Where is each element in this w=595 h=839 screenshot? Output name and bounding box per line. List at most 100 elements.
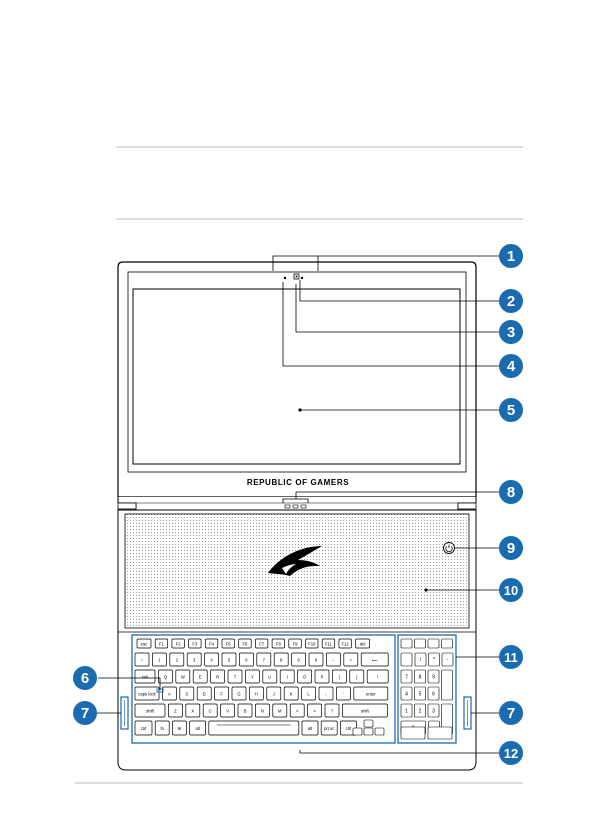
key[interactable]: { [332,669,347,684]
key[interactable]: ; [318,686,334,701]
key[interactable]: Z [168,703,183,718]
numpad-key[interactable]: 9 [427,669,440,684]
key[interactable]: E [192,669,208,684]
key[interactable]: Q [158,669,173,684]
numpad-plus-key[interactable] [441,669,453,701]
numpad-key[interactable]: 1 [400,703,413,718]
key[interactable]: R [210,669,225,684]
key[interactable]: 8 [273,652,289,667]
key[interactable]: F1 [154,638,169,649]
key[interactable]: P [314,669,330,684]
key[interactable]: M [272,703,288,718]
key[interactable]: prt sc [320,720,338,736]
key[interactable]: 9 [291,652,306,667]
numpad-key[interactable]: 7 [400,669,413,684]
numpad-key[interactable]: 3 [427,703,440,718]
key[interactable]: shift [342,703,388,718]
key[interactable]: V [220,703,235,718]
key[interactable]: 4 [204,652,219,667]
key[interactable]: ' [336,686,351,701]
key[interactable]: caps lock [134,686,160,701]
numpad-key[interactable]: 6 [427,686,440,701]
key[interactable]: del [355,638,370,649]
macro-key[interactable] [414,638,426,649]
key[interactable]: U [262,669,278,684]
arrow-left-key[interactable] [352,727,363,736]
spacebar[interactable] [208,720,300,736]
key[interactable]: C [202,703,218,718]
key[interactable]: T [227,669,243,684]
key[interactable]: 5 [221,652,237,667]
key[interactable]: ~ [134,652,150,667]
numpad-key[interactable]: / [414,652,427,667]
key[interactable]: F12 [338,638,352,649]
key[interactable]: F5 [221,638,235,649]
key[interactable]: enter [353,686,389,701]
key[interactable]: F4 [204,638,219,649]
touchpad-left-button[interactable] [400,726,426,740]
key[interactable]: ? [324,703,340,718]
key[interactable]: > [307,703,322,718]
key[interactable]: X [185,703,201,718]
key[interactable]: D [196,686,212,701]
key[interactable]: H [249,686,264,701]
key[interactable]: J [266,686,282,701]
key[interactable]: F2 [171,638,185,649]
laptop-lid: REPUBLIC OF GAMERS [117,261,477,498]
key[interactable]: ⊞ [172,720,187,736]
key[interactable]: G [231,686,247,701]
key[interactable]: - [326,652,341,667]
key[interactable]: 6 [239,652,254,667]
key[interactable]: = [343,652,359,667]
macro-key[interactable] [427,638,440,649]
arrow-right-key[interactable] [374,727,385,736]
arrow-down-key[interactable] [363,727,374,736]
key[interactable]: tab [134,669,156,684]
key[interactable]: 3 [186,652,202,667]
key[interactable]: O [297,669,312,684]
macro-key[interactable] [400,638,413,649]
key[interactable]: A [162,686,177,701]
key[interactable]: fn [154,720,170,736]
key[interactable]: F9 [288,638,302,649]
key[interactable]: F7 [255,638,269,649]
numpad-key[interactable]: 8 [414,669,426,684]
key[interactable]: F3 [188,638,202,649]
key[interactable]: F8 [271,638,285,649]
touchpad-right-button[interactable] [427,726,453,740]
key[interactable]: 2 [169,652,185,667]
arrow-up-key[interactable] [363,719,374,728]
key[interactable]: N [255,703,270,718]
key[interactable]: I [279,669,295,684]
key[interactable]: 0 [308,652,324,667]
key[interactable]: Y [245,669,260,684]
key[interactable]: alt [189,720,206,736]
key[interactable]: F6 [238,638,252,649]
key[interactable]: < [289,703,305,718]
numpad-key[interactable]: * [428,652,440,667]
key[interactable]: F [214,686,229,701]
key[interactable]: 1 [152,652,167,667]
key[interactable]: \ [366,669,389,684]
key[interactable]: ctrl [134,720,153,736]
macro-key[interactable] [441,638,453,649]
numpad-key[interactable]: - [441,652,454,667]
key[interactable]: K [283,686,299,701]
key[interactable]: B [237,703,253,718]
key[interactable]: F11 [321,638,336,649]
num-lock-key[interactable] [400,652,413,667]
key[interactable]: 7 [256,652,272,667]
numpad-key[interactable]: 4 [400,686,413,701]
numpad-key[interactable]: 5 [414,686,426,701]
key[interactable]: } [349,669,365,684]
key[interactable]: F10 [305,638,319,649]
key[interactable]: ⟵ [360,652,389,667]
key-label: F4 [209,642,215,647]
key[interactable]: S [179,686,195,701]
key[interactable]: esc [136,638,152,649]
key[interactable]: shift [134,703,166,718]
key[interactable]: L [301,686,316,701]
numpad-key[interactable]: 2 [414,703,426,718]
key[interactable]: alt [301,720,319,736]
key[interactable]: W [175,669,191,684]
